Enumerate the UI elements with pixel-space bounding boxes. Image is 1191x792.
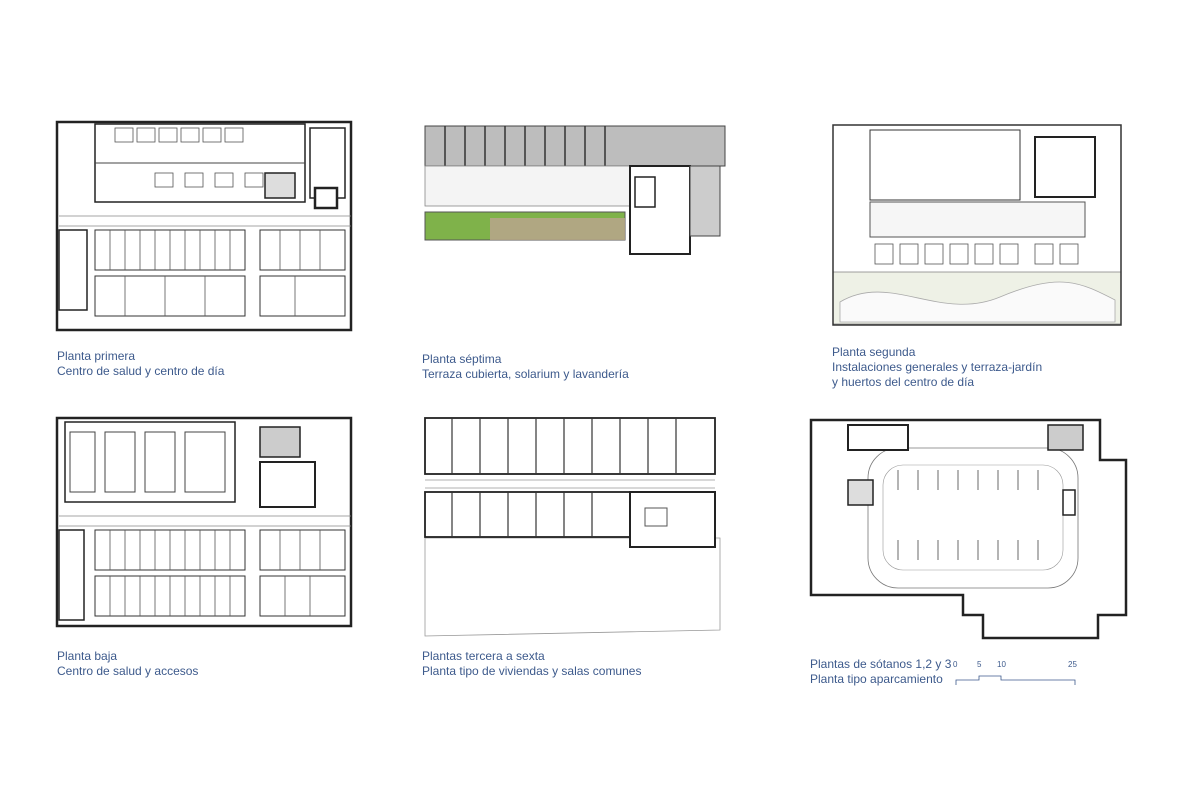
plan-plantas-de-sotanos xyxy=(808,410,1130,640)
floor-plan-drawing xyxy=(424,125,726,255)
floor-plan-drawing xyxy=(809,418,1128,640)
plan-subtitle: Terraza cubierta, solarium y lavandería xyxy=(422,367,629,381)
plan-subtitle: Centro de salud y accesos xyxy=(57,664,199,678)
caption-plantas-tercera-a-sexta: Plantas tercera a sexta Planta tipo de v… xyxy=(422,649,641,679)
plan-planta-segunda xyxy=(830,122,1125,327)
caption-planta-septima: Planta séptima Terraza cubierta, solariu… xyxy=(422,352,629,382)
caption-planta-baja: Planta baja Centro de salud y accesos xyxy=(57,649,198,679)
plan-planta-primera xyxy=(55,118,355,333)
floor-plan-drawing xyxy=(55,120,353,332)
plan-subtitle: Planta tipo aparcamiento xyxy=(810,672,943,686)
plan-title: Planta primera xyxy=(57,349,136,363)
plan-subtitle-continued: y huertos del centro de día xyxy=(832,375,975,389)
plan-title: Planta baja xyxy=(57,649,118,663)
plan-subtitle: Planta tipo de viviendas y salas comunes xyxy=(422,664,642,678)
plan-title: Plantas de sótanos 1,2 y 3 xyxy=(810,657,952,671)
floor-plan-drawing xyxy=(832,124,1122,326)
scale-tick-10: 10 xyxy=(997,660,1006,669)
floor-plan-drawing xyxy=(55,416,353,628)
caption-plantas-de-sotanos: Plantas de sótanos 1,2 y 3 Planta tipo a… xyxy=(810,657,951,687)
plan-title: Planta séptima xyxy=(422,352,502,366)
plan-title: Plantas tercera a sexta xyxy=(422,649,545,663)
plan-subtitle: Centro de salud y centro de día xyxy=(57,364,225,378)
plan-plantas-tercera-a-sexta xyxy=(420,408,730,640)
plan-planta-baja xyxy=(55,412,355,630)
floor-plan-drawing xyxy=(424,417,721,637)
caption-planta-primera: Planta primera Centro de salud y centro … xyxy=(57,349,224,379)
plan-planta-septima xyxy=(420,122,730,260)
scale-tick-5: 5 xyxy=(977,660,982,669)
scale-tick-0: 0 xyxy=(953,660,958,669)
scale-bar-graphic xyxy=(955,675,1076,685)
scale-bar: 0 5 10 25 xyxy=(953,660,1083,690)
plan-subtitle: Instalaciones generales y terraza-jardín xyxy=(832,360,1043,374)
caption-planta-segunda: Planta segunda Instalaciones generales y… xyxy=(832,345,1042,390)
plan-title: Planta segunda xyxy=(832,345,916,359)
scale-tick-25: 25 xyxy=(1068,660,1077,669)
